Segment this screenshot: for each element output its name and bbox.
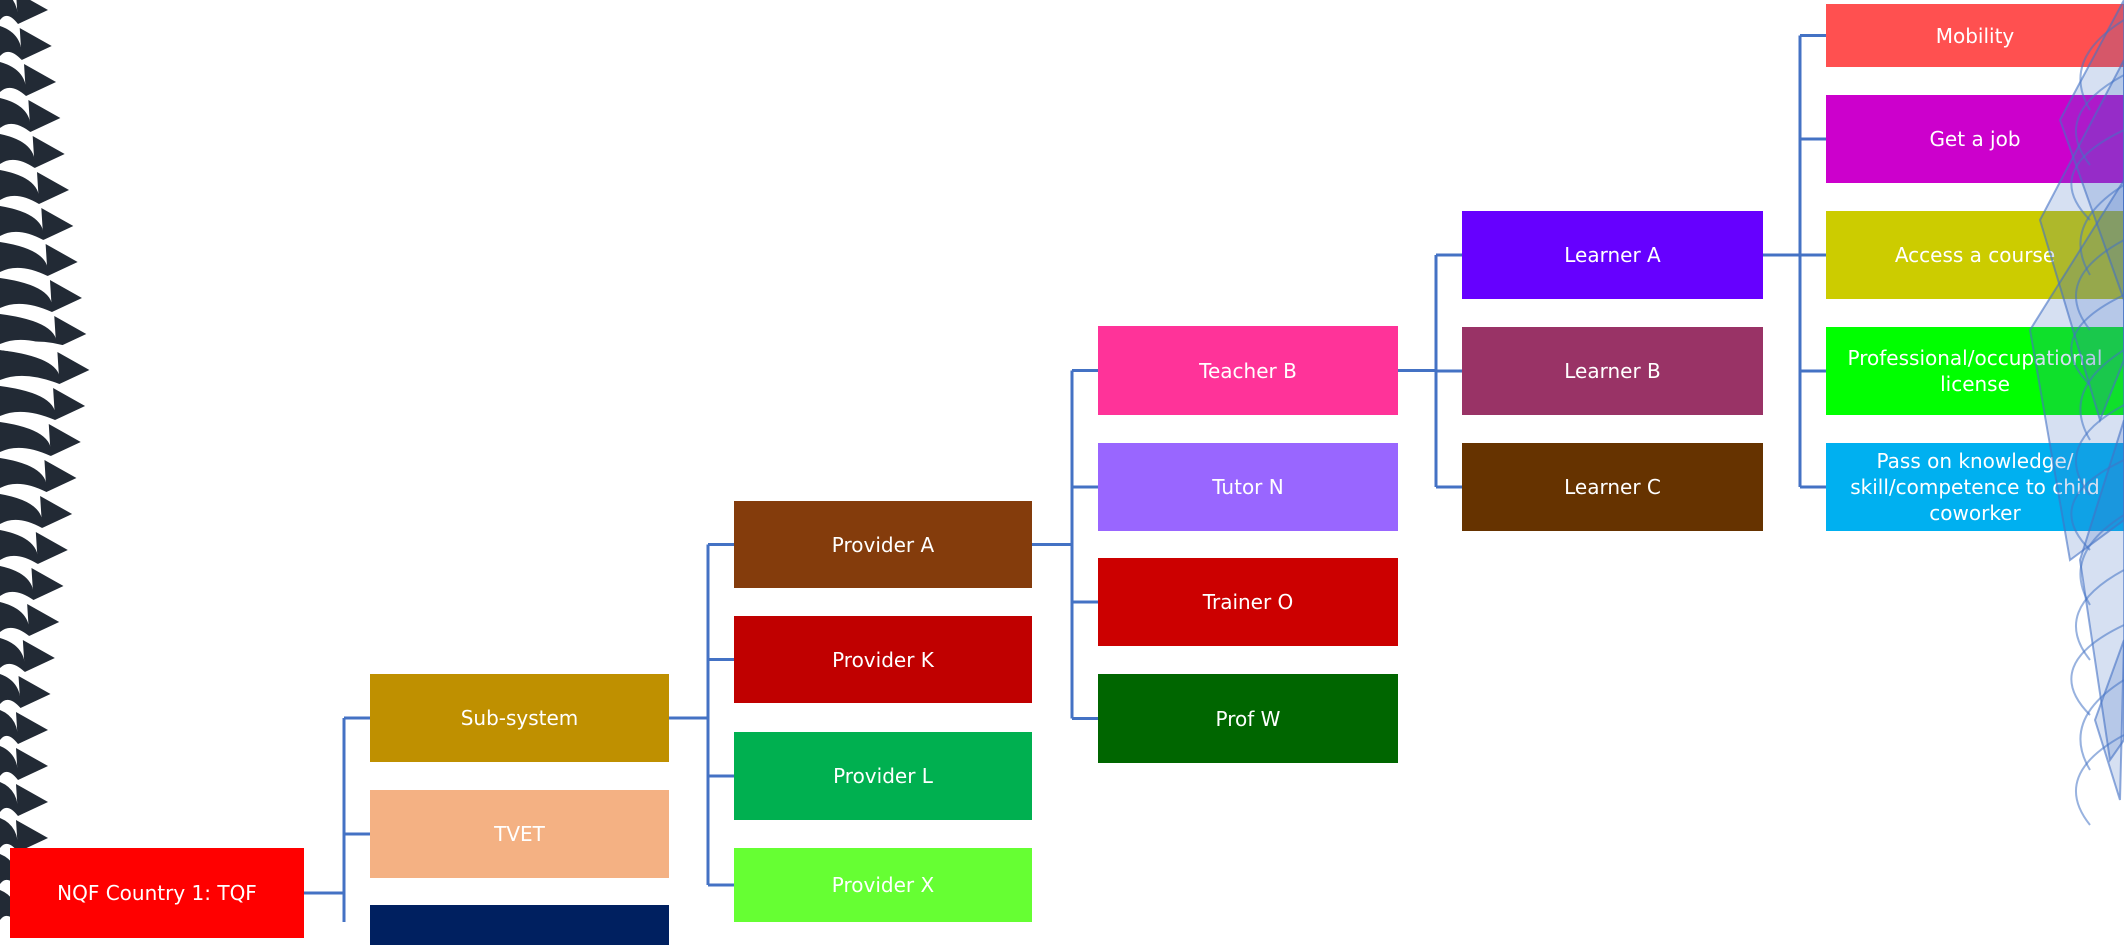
node-prof-w: Prof W <box>1098 674 1398 763</box>
ornament-spike <box>41 208 74 240</box>
node-navy <box>370 905 669 945</box>
node-provider-a: Provider A <box>734 501 1032 588</box>
node-nqf: NQF Country 1: TQF <box>10 848 304 938</box>
node-label: TVET <box>494 822 545 846</box>
ornament-leaf <box>0 494 43 528</box>
ornament-leaf <box>0 26 22 60</box>
ornament-leaf <box>0 98 31 132</box>
ornament-spike <box>53 388 86 420</box>
ornament-spike <box>44 460 77 492</box>
ornament-spike <box>28 100 61 132</box>
ornament-leaf <box>0 746 19 780</box>
node-label: Provider A <box>831 532 935 557</box>
node-learner-c: Learner C <box>1462 443 1763 531</box>
ornament-center-highlight <box>0 341 72 353</box>
ornament-spike <box>24 64 57 96</box>
node-label: Access a course <box>1894 243 2056 267</box>
node-label: Teacher B <box>1199 358 1297 383</box>
ornament-leaf <box>0 566 34 600</box>
node-label: Provider L <box>833 764 933 788</box>
ornament-spike <box>31 568 64 600</box>
ornament-spike <box>32 136 65 168</box>
node-learner-a: Learner A <box>1462 211 1763 299</box>
ornament-leaf <box>0 782 19 816</box>
node-learner-b: Learner B <box>1462 327 1763 415</box>
ornament-leaf <box>0 62 27 96</box>
ornament-leaf <box>0 422 52 456</box>
node-provider-l: Provider L <box>734 732 1032 820</box>
node-label: Provider X <box>831 873 935 897</box>
ornament-spike <box>22 640 55 672</box>
ornament-spike <box>35 532 68 564</box>
node-tutor-n: Tutor N <box>1098 443 1398 531</box>
ornament-spike <box>57 352 90 384</box>
ornament-spike <box>37 172 69 204</box>
node-label: Tutor N <box>1212 475 1284 499</box>
ornament-leaf <box>0 0 19 24</box>
node-trainer-o: Trainer O <box>1098 558 1398 646</box>
ornament-spike <box>16 784 48 816</box>
ornament-leaf <box>0 350 60 384</box>
node-label: Mobility <box>1935 23 2015 48</box>
node-label: Provider K <box>832 647 934 672</box>
ornament-spike <box>48 424 81 456</box>
ornament-leaf <box>0 602 30 636</box>
node-pass-on: Pass on knowledge/ skill/competence to c… <box>1826 443 2124 531</box>
ornament-leaf <box>0 458 47 492</box>
node-tvet: TVET <box>370 790 669 878</box>
node-get-job: Get a job <box>1826 95 2124 183</box>
node-label: Learner B <box>1564 359 1661 383</box>
node-label: Learner C <box>1564 475 1661 499</box>
ornament-spike <box>27 604 60 636</box>
ornament-leaf <box>0 638 26 672</box>
node-label: NQF Country 1: TQF <box>57 881 257 905</box>
ornament-leaf <box>0 386 56 420</box>
ornament-leaf <box>0 170 40 204</box>
ornament-leaf <box>0 530 39 564</box>
ornament-spike <box>54 316 87 348</box>
ornament-spike <box>49 280 82 312</box>
node-label: Pass on knowledge/ skill/competence to c… <box>1850 449 2100 525</box>
node-mobility: Mobility <box>1826 4 2124 67</box>
ornament-spike <box>40 496 73 528</box>
ornament-leaf <box>0 134 35 168</box>
ornament-leaf <box>0 242 49 276</box>
ornament-spike <box>45 244 78 276</box>
ornament-leaf <box>0 206 44 240</box>
node-provider-k: Provider K <box>734 616 1032 703</box>
node-subsystem: Sub-system <box>370 674 669 762</box>
node-label: Trainer O <box>1202 590 1294 614</box>
node-label: Get a job <box>1929 127 2021 151</box>
node-label: Sub-system <box>460 706 579 730</box>
ornament-spike <box>16 0 48 24</box>
ornament-spike <box>18 676 51 708</box>
node-access-course: Access a course <box>1826 211 2124 299</box>
ornament-spike <box>16 820 48 852</box>
ornament-leaf <box>0 674 21 708</box>
node-label: Professional/occupational license <box>1847 346 2103 396</box>
node-provider-x: Provider X <box>734 848 1032 922</box>
node-license: Professional/occupational license <box>1826 327 2124 415</box>
ornament-leaf <box>0 278 53 312</box>
node-label: Learner A <box>1564 243 1661 267</box>
ornament-leaf <box>0 314 57 348</box>
ornament-spike <box>16 748 48 780</box>
connector-lines <box>304 34 1826 922</box>
node-teacher-b: Teacher B <box>1098 326 1398 415</box>
ornament-spike <box>16 712 48 744</box>
node-label: Prof W <box>1215 706 1281 731</box>
ornament-leaf <box>0 710 19 744</box>
ornament-leaf <box>0 818 19 852</box>
ornament-spike <box>19 28 52 60</box>
